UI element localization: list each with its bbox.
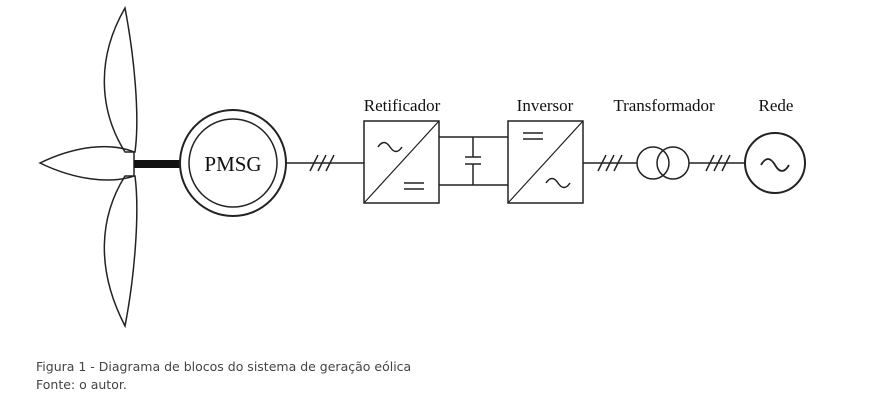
- three-phase-line-1: [286, 154, 364, 172]
- turbine-blade-left: [38, 145, 135, 181]
- inverter-block: Inversor: [507, 96, 584, 204]
- wind-generation-block-diagram: PMSG Retificador Inversor: [38, 5, 806, 329]
- ac-symbol: [545, 177, 571, 189]
- dc-symbol: [404, 182, 424, 190]
- pmsg-label: PMSG: [204, 152, 261, 176]
- ac-symbol: [760, 158, 790, 172]
- three-phase-line-3: [689, 154, 745, 172]
- dc-symbol: [523, 132, 543, 140]
- inverter-label: Inversor: [517, 96, 574, 115]
- grid-label: Rede: [759, 96, 794, 115]
- transformer-block: Transformador: [613, 96, 715, 180]
- turbine-blade-bottom: [103, 175, 138, 329]
- pmsg-generator: PMSG: [179, 109, 287, 217]
- ac-symbol: [377, 141, 403, 153]
- turbine-blade-top: [103, 5, 138, 153]
- figure-caption: Figura 1 - Diagrama de blocos do sistema…: [36, 358, 411, 394]
- figure-source: Fonte: o autor.: [36, 377, 127, 392]
- three-phase-line-2: [583, 154, 637, 172]
- turbine-shaft: [134, 160, 180, 168]
- transformer-label: Transformador: [613, 96, 715, 115]
- figure-title: Figura 1 - Diagrama de blocos do sistema…: [36, 359, 412, 374]
- dc-link-capacitor: [439, 136, 508, 186]
- rectifier-block: Retificador: [363, 96, 441, 204]
- rectifier-label: Retificador: [364, 96, 441, 115]
- grid-source: Rede: [744, 96, 806, 194]
